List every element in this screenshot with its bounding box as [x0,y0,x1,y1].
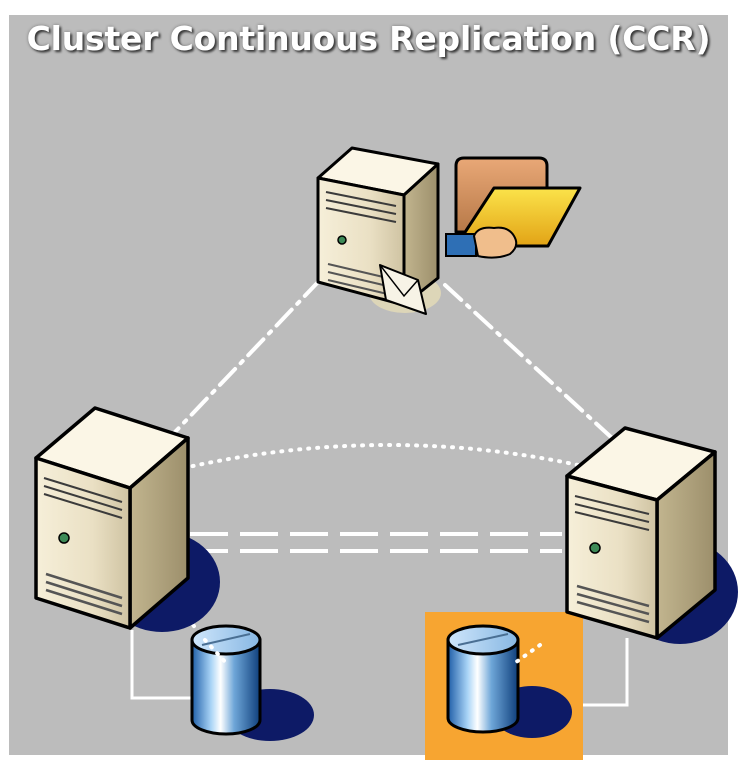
mail-envelope-icon [379,264,427,315]
file-share-folder-icon [445,156,582,259]
hand-icon [445,226,518,259]
right-cluster-node-server [565,426,738,644]
left-database-icon [190,624,314,741]
right-db-dotted-end [510,643,542,667]
cluster-boundary-arc [173,443,602,472]
diagram-title: Cluster Continuous Replication (CCR) [26,19,711,58]
right-storage-connector [583,638,629,707]
file-share-witness-server [316,146,441,315]
link-top-to-right-server [443,283,614,440]
left-db-dotted-end [203,638,230,667]
link-top-to-left-server [173,278,322,434]
diagram-canvas: Cluster Continuous Replication (CCR) [9,15,728,755]
right-database-icon [446,624,572,738]
left-storage-connector [130,630,192,700]
left-cluster-node-server [34,406,220,632]
